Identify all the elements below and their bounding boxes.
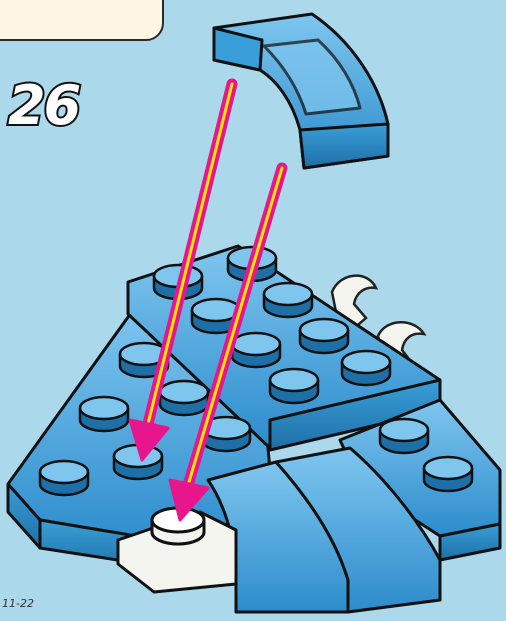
- stud: [40, 461, 88, 495]
- step-number: 26: [8, 76, 79, 136]
- stud: [380, 419, 428, 453]
- stud: [264, 283, 312, 317]
- callout-box: [0, 0, 164, 41]
- stud: [424, 457, 472, 491]
- figure-code: 11-22: [2, 597, 34, 610]
- stud: [160, 381, 208, 415]
- stud: [232, 333, 280, 367]
- stud: [300, 319, 348, 353]
- stud: [80, 397, 128, 431]
- stud: [270, 369, 318, 403]
- stud: [342, 351, 390, 385]
